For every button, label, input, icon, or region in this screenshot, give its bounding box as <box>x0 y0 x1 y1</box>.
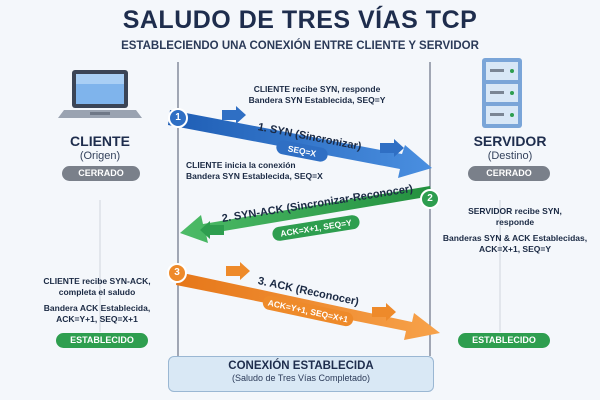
client-flag-note: Bandera ACK Establecida, ACK=Y+1, SEQ=X+… <box>22 303 172 325</box>
server-note-line4: ACK=X+1, SEQ=Y <box>478 244 552 254</box>
server-state-established: ESTABLECIDO <box>458 333 550 348</box>
server-note: SERVIDOR recibe SYN, responde Banderas S… <box>440 206 590 255</box>
client-title: CLIENTE <box>70 133 130 149</box>
server-state-closed: CERRADO <box>468 166 550 181</box>
server-title: SERVIDOR <box>473 133 547 149</box>
client-ack-note-line2: completa el saludo <box>58 287 136 297</box>
server-note-line3: Banderas SYN & ACK Establecidas, <box>442 233 588 243</box>
client-ack-note: CLIENTE recibe SYN-ACK, completa el salu… <box>22 276 172 298</box>
step-1-top-note-line1: CLIENTE recibe SYN, responde <box>253 84 381 94</box>
connection-established-banner: CONEXIÓN ESTABLECIDA (Saludo de Tres Vía… <box>168 356 434 392</box>
syn-small-arrow-right <box>380 139 404 157</box>
step-3-badge: 3 <box>167 263 187 283</box>
step-1-bottom-note: CLIENTE inicia la conexión Bandera SYN E… <box>186 160 366 182</box>
step-1-bottom-note-line2: Bandera SYN Establecida, SEQ=X <box>186 171 323 181</box>
ack-small-arrow-right <box>372 303 396 321</box>
step-1-bottom-note-line1: CLIENTE inicia la conexión <box>186 160 296 170</box>
server-note-line1: SERVIDOR recibe SYN, <box>468 206 562 216</box>
step-2-badge: 2 <box>420 189 440 209</box>
page-subtitle: ESTABLECIENDO UNA CONEXIÓN ENTRE CLIENTE… <box>121 40 479 52</box>
synack-small-arrow <box>200 221 224 239</box>
client-flag-note-line2: ACK=Y+1, SEQ=X+1 <box>56 314 138 324</box>
server-note-line2: responde <box>495 217 535 227</box>
client-flag-note-line1: Bandera ACK Establecida, <box>43 303 151 313</box>
ack-small-arrow-left <box>226 262 250 280</box>
client-state-closed: CERRADO <box>62 166 140 181</box>
laptop-icon <box>58 70 142 118</box>
step-1-badge: 1 <box>168 108 188 128</box>
banner-subtitle: (Saludo de Tres Vías Completado) <box>231 373 371 383</box>
client-ack-note-line1: CLIENTE recibe SYN-ACK, <box>43 276 151 286</box>
page-title: SALUDO DE TRES VÍAS TCP <box>122 6 478 34</box>
step-1-top-note-line2: Bandera SYN Establecida, SEQ=Y <box>248 95 386 105</box>
syn-small-arrow-left <box>222 106 246 124</box>
client-state-established: ESTABLECIDO <box>56 333 148 348</box>
server-subtitle: (Destino) <box>487 150 533 162</box>
banner-title: CONEXIÓN ESTABLECIDA <box>228 360 374 372</box>
server-rack-icon <box>482 58 522 128</box>
synack-arrow <box>180 186 432 243</box>
step-1-top-note: CLIENTE recibe SYN, responde Bandera SYN… <box>232 84 402 106</box>
client-subtitle: (Origen) <box>79 150 121 162</box>
